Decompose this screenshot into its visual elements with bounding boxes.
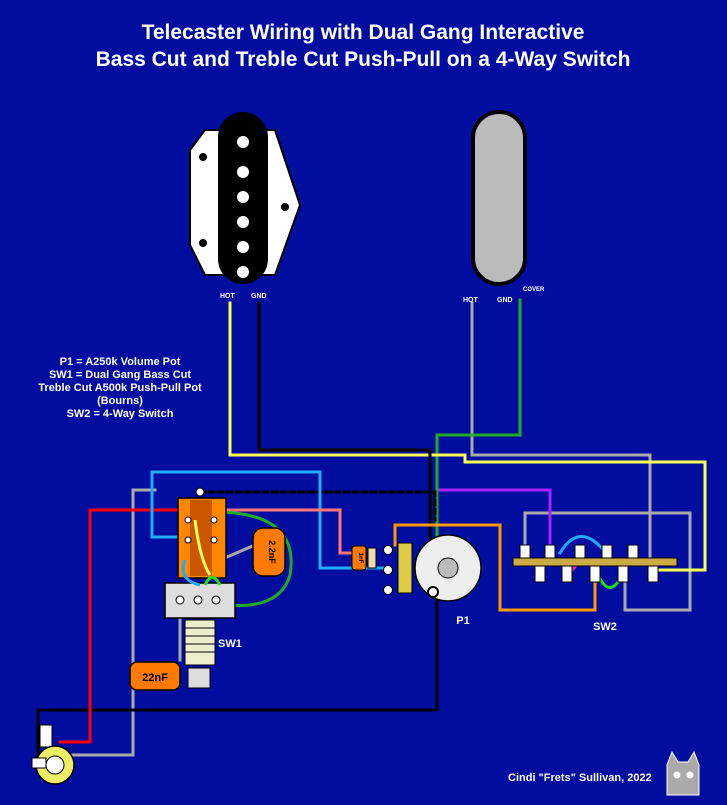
- sw2-lug: [627, 544, 639, 560]
- sw1-lug: [210, 516, 218, 524]
- bridge-pickup-screw: [199, 153, 207, 161]
- cat-logo-icon: [666, 750, 700, 796]
- resistor-body: [367, 547, 377, 569]
- legend-line: (Bourns): [97, 395, 143, 407]
- neck-gnd-label: GND: [497, 297, 513, 304]
- cap-2-2nf: 2.2nF: [252, 527, 286, 577]
- cat-logo-eye: [686, 771, 694, 779]
- gray-wire-sw2-bottom: [523, 511, 692, 612]
- sw1-lug: [184, 536, 192, 544]
- bridge-pickup-pole: [237, 266, 249, 278]
- pink-wire: [223, 508, 357, 555]
- output-jack-hole: [45, 755, 65, 775]
- neck-pickup-cover: [471, 110, 527, 286]
- green-wire-sw1: [220, 510, 293, 608]
- sw1-wire-blue: [181, 559, 201, 587]
- cat-logo: [666, 750, 700, 796]
- bridge-pickup-screw: [281, 203, 289, 211]
- sw2-lug: [519, 544, 531, 560]
- sw1-wire-yellow: [193, 519, 212, 576]
- cap-22nf: 22nF: [129, 661, 181, 691]
- legend-line: Treble Cut A500k Push-Pull Pot: [38, 382, 202, 394]
- black-dotted-wire: [198, 490, 437, 522]
- bridge-pickup-pole: [237, 166, 249, 178]
- p1-label: P1: [456, 615, 469, 627]
- orange-wire: [393, 523, 597, 612]
- output-jack: [31, 724, 75, 785]
- sw2-lug: [534, 565, 546, 583]
- black-wire-bridge-gnd: [257, 301, 432, 592]
- sw2-lug: [647, 565, 659, 583]
- red-wire-output: [58, 508, 192, 744]
- bridge-pickup-pole: [237, 241, 249, 253]
- p1-pot-side: [397, 542, 413, 594]
- cap-1nf: 1nF: [351, 545, 377, 571]
- sw1-shaft: [184, 619, 216, 666]
- neck-cover-label: COVER: [523, 287, 545, 293]
- blue-jumper-sw2: [557, 535, 609, 556]
- legend-line: SW2 = 4-Way Switch: [67, 408, 174, 420]
- p1-lug: [383, 565, 393, 575]
- sw2-lug: [561, 565, 573, 583]
- sw1-lug: [184, 516, 192, 524]
- sw2-4-way-switch: SW2: [512, 544, 678, 633]
- sw1-knob-stub: [187, 667, 211, 689]
- title-line-1: Telecaster Wiring with Dual Gang Interac…: [142, 21, 585, 44]
- legend: P1 = A250k Volume Pot SW1 = Dual Gang Ba…: [38, 356, 202, 420]
- title-line-2: Bass Cut and Treble Cut Push-Pull on a 4…: [96, 48, 631, 71]
- cap-22nf-label: 22nF: [142, 672, 168, 684]
- cap-1nf-body: [351, 545, 367, 571]
- p1-lug: [383, 545, 393, 555]
- output-jack-tab: [31, 757, 47, 769]
- sw2-lug: [589, 565, 601, 583]
- legend-line: P1 = A250k Volume Pot: [60, 356, 181, 368]
- credit-text: Cindi "Frets" Sullivan, 2022: [508, 772, 652, 784]
- sw2-lug: [601, 544, 613, 560]
- sw2-lug: [544, 544, 556, 560]
- sw2-lug: [574, 544, 586, 560]
- neck-pickup: HOT GND COVER: [463, 110, 545, 304]
- bridge-gnd-label: GND: [251, 293, 267, 300]
- sw1-wire-green: [203, 576, 222, 586]
- sw1-push-pull-pot: SW1: [164, 487, 242, 689]
- sw1-lug: [193, 595, 203, 605]
- bridge-pickup-pole: [237, 136, 249, 148]
- yellow-wire-bridge-hot: [228, 301, 707, 572]
- sw2-label: SW2: [593, 621, 617, 633]
- sw2-lug: [617, 565, 629, 583]
- bridge-pickup-screw: [199, 239, 207, 247]
- sw1-switch-top-inner: [190, 500, 212, 576]
- sw1-lug: [175, 595, 185, 605]
- neck-hot-label: HOT: [463, 297, 479, 304]
- sw1-label: SW1: [218, 638, 242, 650]
- sw2-body: [512, 557, 678, 567]
- bridge-hot-label: HOT: [220, 293, 236, 300]
- bridge-pickup: HOT GND: [189, 112, 302, 300]
- cap-2-2nf-label: 2.2nF: [267, 540, 277, 564]
- wires: [36, 298, 707, 762]
- cap-1nf-label: 1nF: [357, 553, 363, 564]
- sw1-lug: [195, 487, 205, 497]
- p1-pot-shaft: [437, 557, 459, 579]
- cat-logo-eye: [673, 771, 681, 779]
- p1-lug: [383, 585, 393, 595]
- legend-line: SW1 = Dual Gang Bass Cut: [49, 369, 191, 381]
- p1-ground-point: [427, 586, 439, 598]
- bridge-pickup-pole: [237, 191, 249, 203]
- gray-wire-sw1-jack: [46, 488, 157, 757]
- output-jack-lug: [39, 724, 53, 748]
- green-wire-cover: [435, 298, 522, 597]
- cap-22nf-body: [129, 661, 181, 691]
- black-wire-ground-bus: [36, 593, 439, 762]
- purple-wire: [438, 488, 552, 555]
- p1-volume-pot: P1: [383, 534, 482, 627]
- cap-2-2nf-body: [252, 527, 286, 577]
- bridge-pickup-pole: [237, 216, 249, 228]
- sw1-lug: [211, 595, 221, 605]
- cyan-wire-a: [150, 470, 390, 570]
- sw1-lug: [210, 536, 218, 544]
